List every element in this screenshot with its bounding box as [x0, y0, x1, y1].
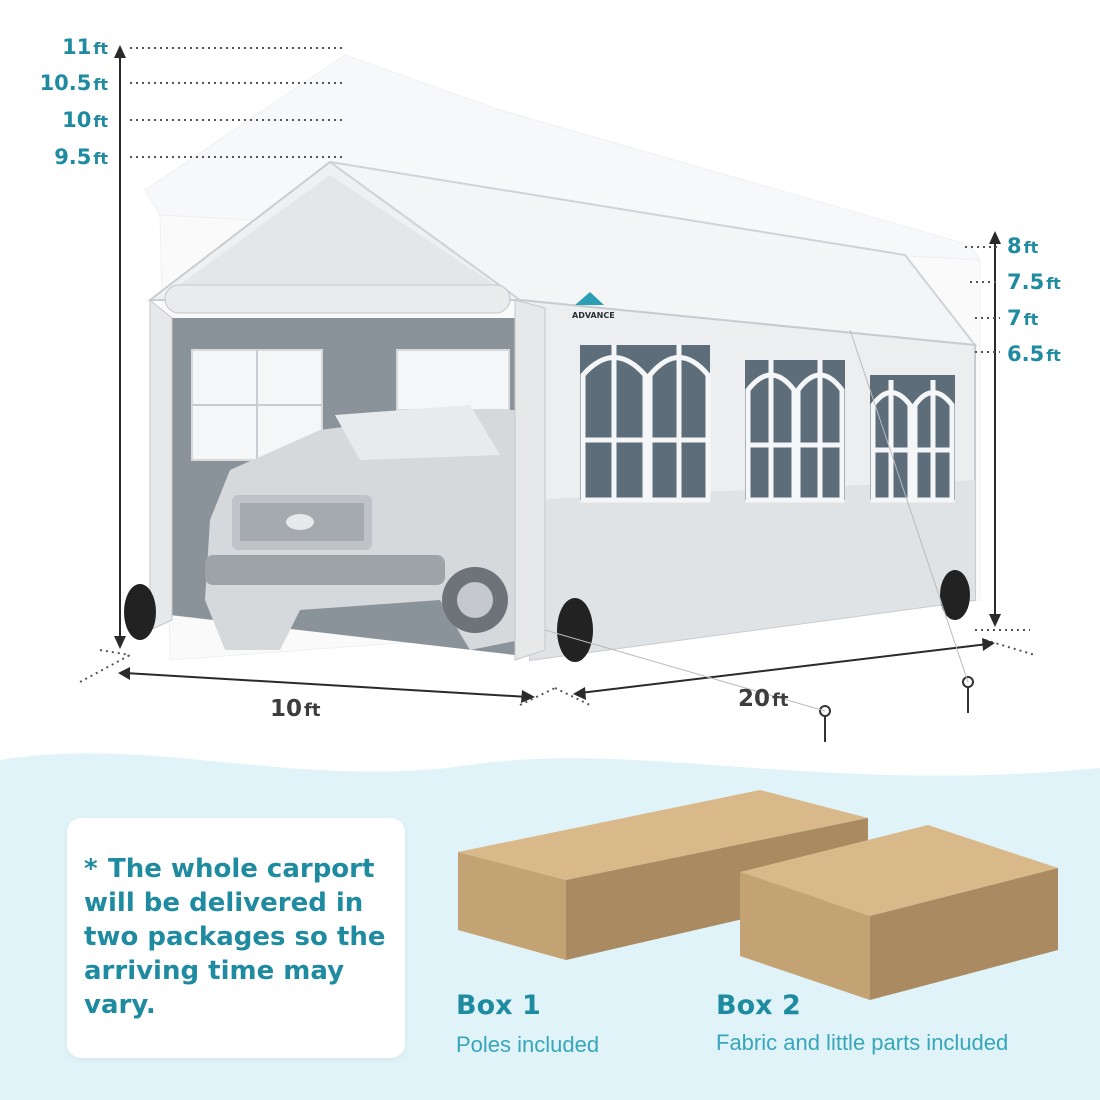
box-1-title: Box 1: [456, 990, 541, 1021]
carport-illustration: ADVANCE: [79, 45, 1036, 742]
height-guides-right: [965, 246, 1000, 353]
length-arrow: [573, 638, 995, 700]
delivery-note-text: *The whole carport will be delivered in …: [84, 854, 386, 1020]
box-2-title: Box 2: [716, 990, 801, 1021]
box-1-illustration: [458, 790, 868, 960]
height-arrow-right: [989, 231, 1001, 627]
width-arrow: [118, 667, 535, 703]
box-2-description: Fabric and little parts included: [716, 1030, 1009, 1055]
ground-stakes: [544, 329, 974, 742]
brand-logo: ADVANCE: [572, 292, 615, 320]
side-windows: [580, 345, 955, 503]
box-2-illustration: [740, 825, 1058, 1000]
box-1-description: Poles included: [456, 1032, 600, 1057]
delivery-note-card: [67, 818, 405, 1058]
sandbags: [124, 570, 970, 662]
ground-corners: [79, 629, 1036, 706]
truck-illustration: [205, 405, 520, 650]
height-arrow-left: [114, 45, 126, 649]
note-asterisk: *: [84, 854, 98, 884]
brand-logo-text: ADVANCE: [572, 311, 615, 320]
